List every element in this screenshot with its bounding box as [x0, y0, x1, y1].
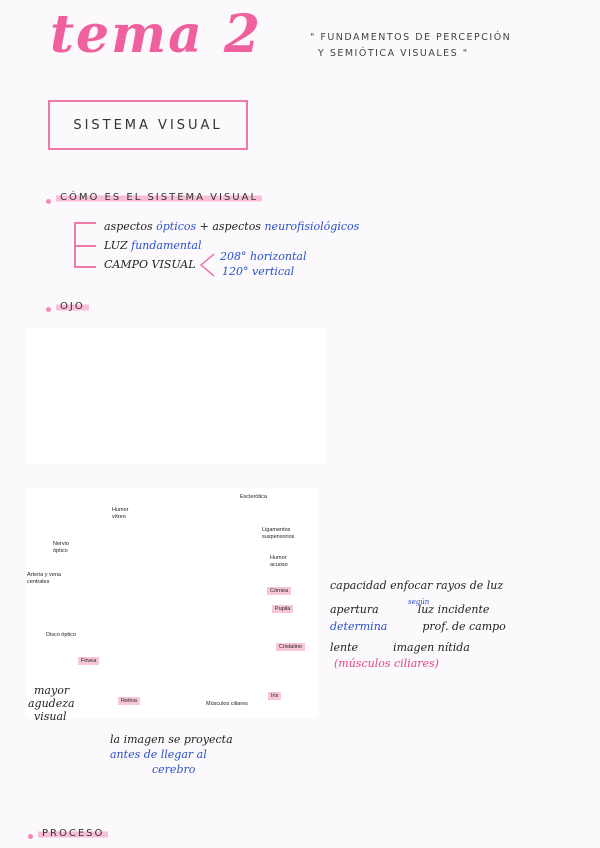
note-cornea: capacidad enfocar rayos de luz	[330, 579, 503, 592]
note-pupila-2: determina prof. de campo	[330, 620, 506, 633]
section-title-box: SISTEMA VISUAL	[48, 100, 248, 150]
bullet-dot	[28, 834, 33, 839]
bracket-branch-1	[74, 222, 96, 224]
note-pupila-1: apertura luz incidente	[330, 603, 489, 616]
label-arteria-vena: Arteria y vena centrales	[27, 572, 67, 585]
tag-pupila: Pupila	[272, 605, 293, 613]
label-ligamentos: Ligamentos suspensorios	[262, 527, 312, 540]
tag-cornea: Córnea	[267, 587, 291, 595]
label-esclerotica: Esclerótica	[240, 494, 267, 501]
note-cristalino-1: lente imagen nítida	[330, 641, 470, 654]
note-fovea-2: agudeza	[28, 697, 75, 710]
bullet-heading-proceso: PROCESO	[38, 828, 108, 839]
bullet-dot	[46, 307, 51, 312]
subtitle-line-2: Y SEMIÓTICA VISUALES "	[310, 46, 580, 62]
eye-anatomy-diagram	[27, 488, 317, 718]
tag-iris: Iris	[268, 692, 281, 700]
label-disco-optico: Disco óptico	[46, 632, 76, 639]
label-musculos-ciliares: Músculos ciliares	[206, 701, 248, 708]
page-subtitle: " FUNDAMENTOS DE PERCEPCIÓN Y SEMIÓTICA …	[310, 30, 580, 62]
list-item-aspectos: aspectos ópticos + aspectos neurofisioló…	[104, 220, 359, 233]
campo-vertical: 120° vertical	[222, 265, 294, 278]
note-fovea-1: mayor	[34, 684, 69, 697]
list-item-campo-visual: CAMPO VISUAL	[104, 258, 196, 271]
note-cristalino-2: (músculos ciliares)	[334, 657, 439, 670]
list-item-luz: LUZ fundamental	[104, 239, 202, 252]
bullet-heading-como: CÓMO ES EL SISTEMA VISUAL	[56, 192, 262, 203]
tag-cristalino: Cristalino	[276, 643, 305, 651]
image-formation-diagram	[27, 328, 327, 464]
bracket-branch-3	[74, 266, 96, 268]
note-retina-2: antes de llegar al	[110, 748, 207, 761]
label-nervio-optico: Nervio óptico	[53, 541, 79, 554]
subtitle-line-1: " FUNDAMENTOS DE PERCEPCIÓN	[310, 30, 580, 46]
label-humor-acuoso: Humor acuoso	[270, 555, 300, 568]
note-retina-3: cerebro	[152, 763, 195, 776]
label-humor-vitreo: Humor vítreo	[112, 507, 142, 520]
section-title: SISTEMA VISUAL	[73, 118, 222, 133]
bullet-heading-ojo: OJO	[56, 301, 89, 312]
note-fovea-3: visual	[34, 710, 67, 723]
tag-fovea: Fóvea	[78, 657, 99, 665]
campo-horizontal: 208° horizontal	[220, 250, 306, 263]
note-retina-1: la imagen se proyecta	[110, 733, 233, 746]
campo-visual-bracket	[198, 252, 216, 278]
tag-retina: Retina	[118, 697, 140, 705]
bracket-branch-2	[74, 245, 96, 247]
bullet-dot	[46, 199, 51, 204]
page-title: tema 2	[50, 4, 262, 65]
